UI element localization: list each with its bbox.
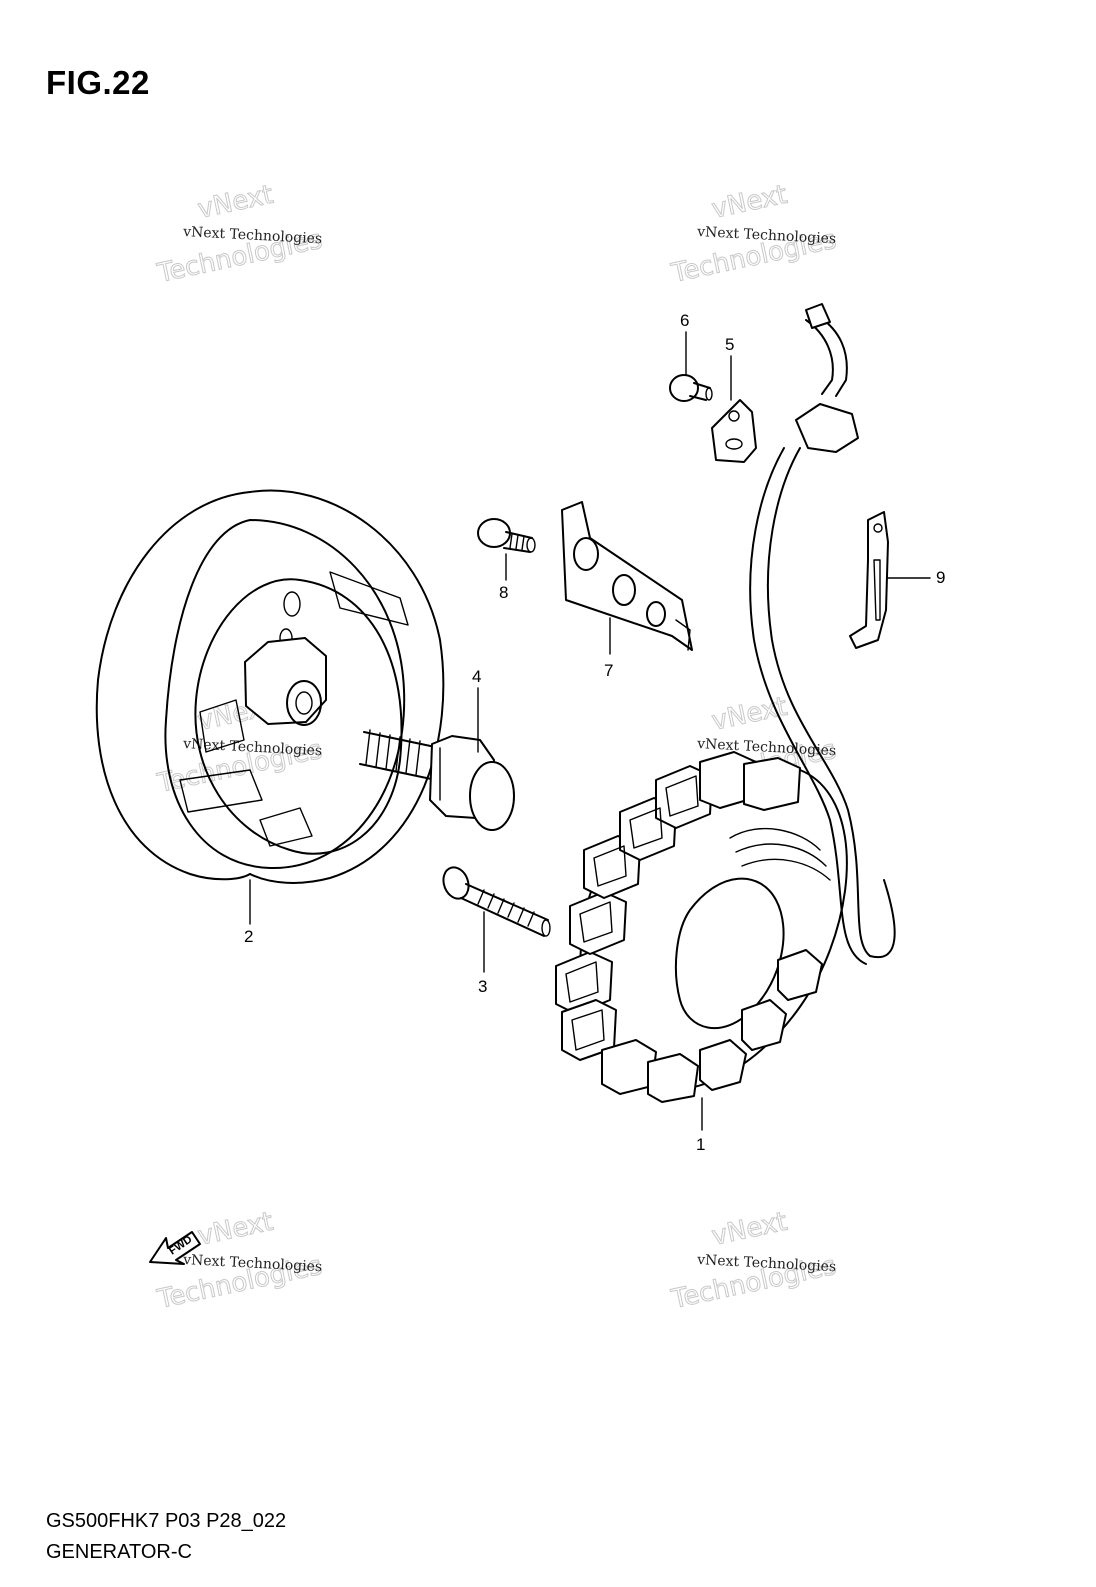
rotor-part: [95, 489, 445, 884]
screw-6-part: [669, 374, 713, 402]
stator-part: [555, 303, 896, 1103]
svg-text:vNext Technologies: vNext Technologies: [696, 1252, 837, 1275]
clamp-5-part: [711, 399, 757, 463]
leader-lines: [249, 331, 931, 1131]
watermark-top-left: vNext Technologies vNext Technologies: [154, 179, 326, 289]
bolt-part: [442, 866, 551, 937]
callout-4: 4: [472, 667, 481, 686]
callout-5: 5: [725, 335, 734, 354]
watermark-top-right: vNext Technologies vNext Technologies: [668, 179, 840, 289]
callout-8: 8: [499, 583, 508, 602]
clamp-9-part: [849, 511, 889, 649]
callout-9: 9: [936, 568, 945, 587]
watermark-bottom-right: vNext Technologies vNext Technologies: [668, 1206, 840, 1315]
svg-text:vNext: vNext: [195, 1207, 276, 1252]
callout-7: 7: [604, 661, 613, 680]
section-name: GENERATOR-C: [46, 1541, 192, 1563]
callout-3: 3: [478, 977, 487, 996]
figure-title: FIG.22: [46, 64, 150, 101]
svg-text:vNext Technologies: vNext Technologies: [182, 736, 323, 759]
svg-text:vNext Technologies: vNext Technologies: [182, 224, 323, 247]
callout-2: 2: [244, 927, 253, 946]
callout-6: 6: [680, 311, 689, 330]
screw-8-part: [477, 518, 536, 553]
svg-text:vNext Technologies: vNext Technologies: [696, 224, 837, 247]
svg-text:vNext: vNext: [195, 180, 276, 225]
callout-labels: 1 2 3 4 5 6 7 8 9: [244, 311, 945, 1154]
svg-text:vNext: vNext: [709, 180, 790, 225]
svg-text:vNext Technologies: vNext Technologies: [182, 1252, 323, 1275]
rotor-bolt-part: [359, 729, 515, 831]
guide-plate-part: [561, 501, 693, 651]
callout-1: 1: [696, 1135, 705, 1154]
model-code: GS500FHK7 P03 P28_022: [46, 1510, 287, 1532]
svg-text:vNext: vNext: [709, 1207, 790, 1252]
